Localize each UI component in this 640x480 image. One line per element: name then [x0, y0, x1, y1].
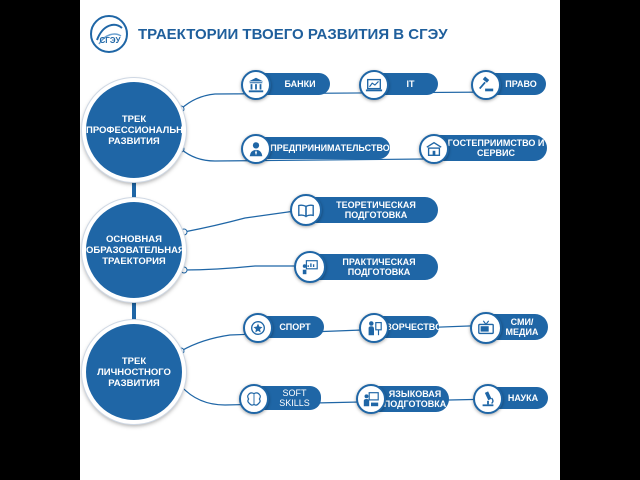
logo-text: СГЭУ	[100, 36, 122, 45]
track-main-education: ОСНОВНАЯ ОБРАЗОВАТЕЛЬНАЯ ТРАЕКТОРИЯ	[82, 198, 186, 302]
language-label: ЯЗЫКОВАЯ ПОДГОТОВКА	[383, 389, 447, 409]
hospitality-label: ГОСТЕПРИИМСТВО И СЕРВИС	[447, 138, 545, 158]
track-professional-label: ТРЕК ПРОФЕССИОНАЛЬНОГО РАЗВИТИЯ	[86, 113, 184, 147]
it-label: IT	[406, 79, 415, 89]
businessman-icon	[241, 134, 271, 164]
track-main-education-label: ОСНОВНАЯ ОБРАЗОВАТЕЛЬНАЯ ТРАЕКТОРИЯ	[86, 233, 185, 267]
presentation-icon	[294, 251, 326, 283]
teacher-icon	[356, 384, 386, 414]
soft-skills-label: SOFT SKILLS	[279, 388, 310, 408]
track-personal: ТРЕК ЛИЧНОСТНОГО РАЗВИТИЯ	[82, 320, 186, 424]
brain-icon	[239, 384, 269, 414]
law-label: ПРАВО	[505, 79, 537, 89]
medal-icon	[243, 313, 273, 343]
theory-label: ТЕОРЕТИЧЕСКАЯ ПОДГОТОВКА	[336, 200, 416, 220]
entrepreneurship-label: ПРЕДПРИНИМАТЕЛЬСТВО	[270, 143, 390, 153]
slide: СГЭУ ТРАЕКТОРИИ ТВОЕГО РАЗВИТИЯ В СГЭУ Т…	[80, 0, 560, 480]
banks-label: БАНКИ	[284, 79, 316, 89]
creativity-label: ТВОРЧЕСТВО	[379, 322, 439, 332]
science-label: НАУКА	[507, 393, 539, 403]
entrepreneurship-pill: ПРЕДПРИНИМАТЕЛЬСТВО	[252, 137, 390, 159]
bank-icon	[241, 70, 271, 100]
banks-pill: БАНКИ	[252, 73, 330, 95]
hotel-icon	[419, 134, 449, 164]
track-professional: ТРЕК ПРОФЕССИОНАЛЬНОГО РАЗВИТИЯ	[82, 78, 186, 182]
university-logo: СГЭУ	[90, 15, 128, 53]
artist-icon	[359, 313, 389, 343]
gavel-icon	[471, 70, 501, 100]
laptop-chart-icon	[359, 70, 389, 100]
microscope-icon	[473, 384, 503, 414]
sport-label: СПОРТ	[279, 322, 311, 332]
media-label: СМИ/ МЕДИА	[505, 317, 539, 337]
practice-label: ПРАКТИЧЕСКАЯ ПОДГОТОВКА	[342, 257, 416, 277]
track-personal-label: ТРЕК ЛИЧНОСТНОГО РАЗВИТИЯ	[97, 355, 171, 389]
tv-icon	[470, 312, 502, 344]
page-title: ТРАЕКТОРИИ ТВОЕГО РАЗВИТИЯ В СГЭУ	[138, 26, 448, 43]
book-icon	[290, 194, 322, 226]
